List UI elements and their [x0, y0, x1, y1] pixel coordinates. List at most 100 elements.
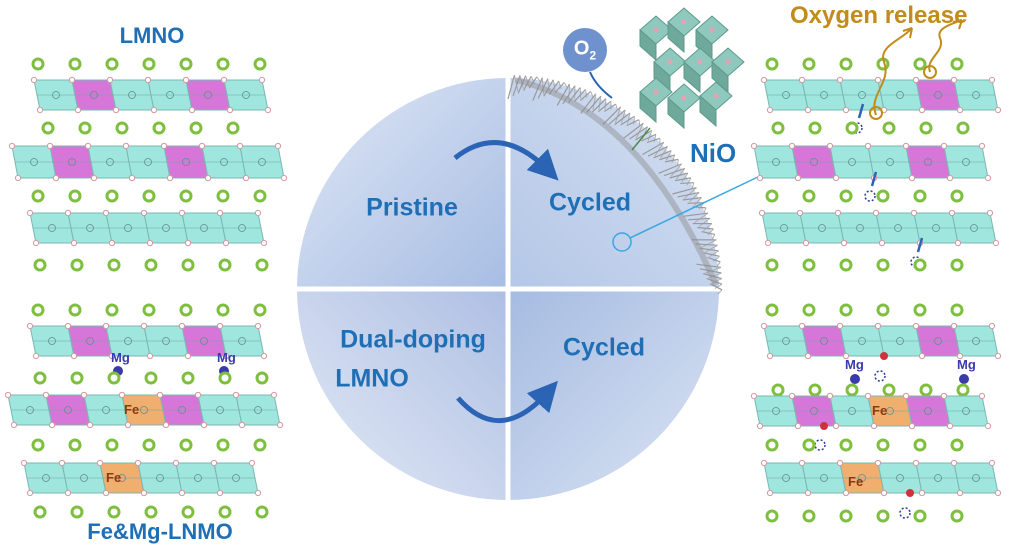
- li-atom: [921, 123, 931, 133]
- oxygen-atom: [919, 107, 924, 112]
- o2-label: O2: [574, 38, 596, 63]
- oxygen-atom: [141, 323, 146, 328]
- oxygen-atom: [993, 240, 998, 245]
- oxygen-atom: [103, 323, 108, 328]
- nio-atom: [682, 96, 687, 101]
- title-fe-mg-lnmo: Fe&Mg-LNMO: [87, 519, 232, 545]
- fe-label-left-1: Fe: [124, 402, 139, 417]
- oxygen-atom: [797, 210, 802, 215]
- li-atom: [255, 305, 265, 315]
- oxygen-atom: [259, 77, 264, 82]
- oxygen-atom: [951, 77, 956, 82]
- li-atom: [878, 191, 888, 201]
- oxygen-atom: [979, 393, 984, 398]
- oxygen-atom: [65, 210, 70, 215]
- label-dual-doping: Dual-doping: [340, 326, 486, 355]
- li-atom: [70, 440, 80, 450]
- li-atom: [35, 507, 45, 517]
- oxygen-atom: [157, 392, 162, 397]
- li-atom: [218, 440, 228, 450]
- quadrant-pristine: [297, 78, 508, 289]
- nio-crystal-icon: [632, 8, 744, 150]
- migrated-atom: [880, 352, 888, 360]
- oxygen-atom: [271, 392, 276, 397]
- oxygen-atom: [163, 422, 168, 427]
- oxygen-atom: [265, 107, 270, 112]
- nio-strand: [680, 183, 694, 184]
- oxygen-atom: [255, 490, 260, 495]
- li-atom: [70, 305, 80, 315]
- oxygen-atom: [911, 210, 916, 215]
- oxygen-atom: [33, 353, 38, 358]
- oxygen-atom: [129, 175, 134, 180]
- oxygen-atom: [903, 143, 908, 148]
- li-atom: [218, 59, 228, 69]
- li-atom: [70, 59, 80, 69]
- oxygen-atom: [875, 460, 880, 465]
- oxygen-atom: [757, 423, 762, 428]
- oxygen-atom: [875, 77, 880, 82]
- oxygen-atom: [913, 77, 918, 82]
- oxygen-atom: [865, 143, 870, 148]
- oxygen-atom: [107, 77, 112, 82]
- oxygen-atom: [827, 393, 832, 398]
- li-atom: [218, 305, 228, 315]
- oxygen-atom: [805, 107, 810, 112]
- oxygen-atom: [179, 323, 184, 328]
- li-atom: [181, 59, 191, 69]
- oxygen-atom: [995, 353, 1000, 358]
- li-atom: [146, 507, 156, 517]
- oxygen-atom: [757, 175, 762, 180]
- mg-atom: [959, 374, 969, 384]
- li-atom: [107, 191, 117, 201]
- quadrant-dual-doping: [297, 289, 508, 500]
- oxygen-atom: [995, 490, 1000, 495]
- li-atom: [181, 191, 191, 201]
- li-atom: [915, 440, 925, 450]
- li-atom: [878, 260, 888, 270]
- oxygen-atom: [261, 353, 266, 358]
- li-atom: [884, 385, 894, 395]
- oxygen-atom: [913, 460, 918, 465]
- oxygen-atom: [211, 460, 216, 465]
- oxygen-atom: [221, 77, 226, 82]
- li-atom: [767, 59, 777, 69]
- oxygen-atom: [995, 107, 1000, 112]
- oxygen-atom: [205, 175, 210, 180]
- label-nio: NiO: [690, 138, 736, 169]
- li-atom: [183, 373, 193, 383]
- li-atom: [146, 260, 156, 270]
- nio-atom: [710, 28, 715, 33]
- oxygen-atom: [941, 393, 946, 398]
- li-atom: [878, 511, 888, 521]
- li-atom: [952, 260, 962, 270]
- li-atom: [72, 507, 82, 517]
- li-atom: [915, 191, 925, 201]
- oxygen-atom: [31, 77, 36, 82]
- oxygen-atom: [949, 210, 954, 215]
- label-pristine: Pristine: [366, 194, 458, 223]
- fe-label-right-2: Fe: [848, 474, 863, 489]
- oxygen-atom: [103, 490, 108, 495]
- oxygen-atom: [913, 323, 918, 328]
- li-atom: [804, 511, 814, 521]
- oxygen-atom: [909, 175, 914, 180]
- li-atom: [144, 305, 154, 315]
- oxygen-atom: [49, 422, 54, 427]
- oxygen-atom: [803, 240, 808, 245]
- oxygen-atom: [837, 323, 842, 328]
- nio-atom: [714, 94, 719, 99]
- fe-label-left-2: Fe: [106, 470, 121, 485]
- li-atom: [804, 191, 814, 201]
- oxygen-atom: [909, 423, 914, 428]
- oxygen-atom: [989, 323, 994, 328]
- oxygen-atom: [249, 460, 254, 465]
- oxygen-atom: [879, 240, 884, 245]
- oxygen-atom: [65, 490, 70, 495]
- oxygen-atom: [33, 240, 38, 245]
- li-atom: [804, 440, 814, 450]
- li-atom: [767, 260, 777, 270]
- oxygen-atom: [941, 143, 946, 148]
- li-atom: [878, 440, 888, 450]
- li-atom: [33, 191, 43, 201]
